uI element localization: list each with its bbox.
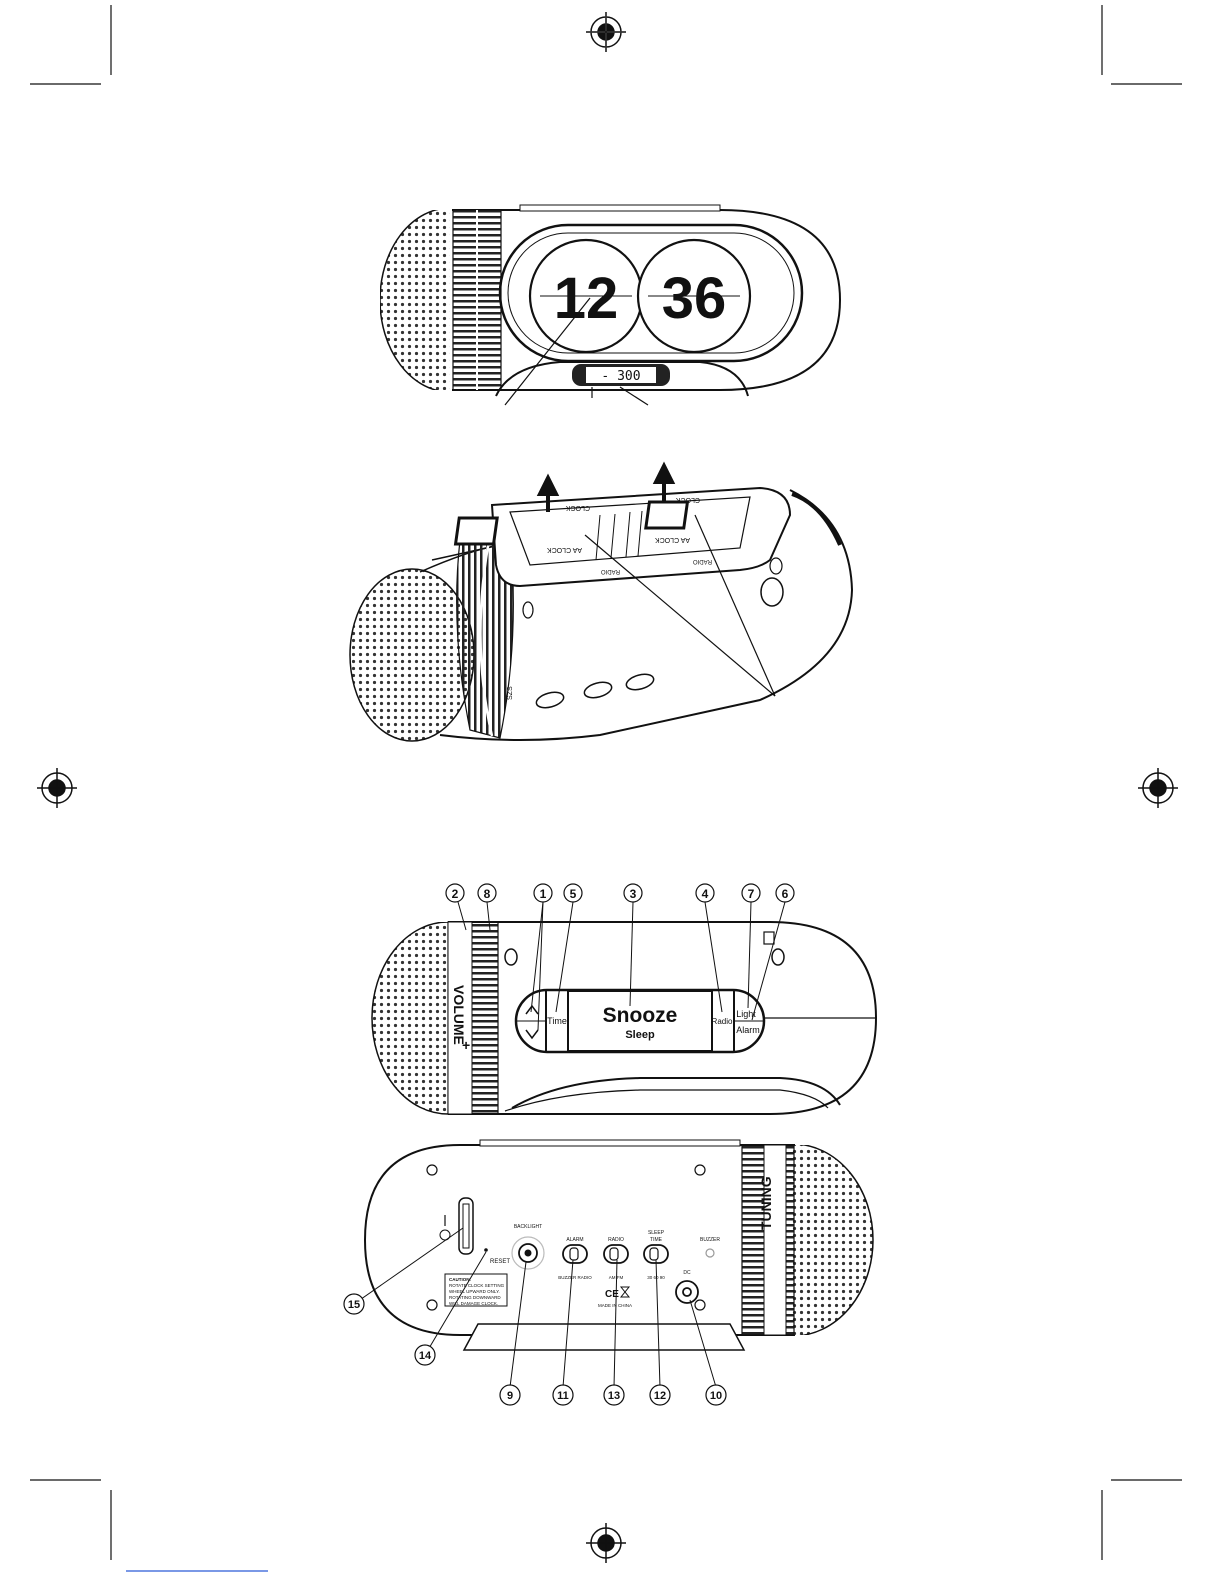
callout-7: 7 <box>748 887 755 901</box>
snooze-button-label[interactable]: Snooze <box>603 1004 678 1027</box>
flip-hours: 12 <box>554 266 619 331</box>
tray-label-radio-left: RADIO <box>601 568 620 574</box>
buzzer-icon <box>705 1248 715 1258</box>
tray-label-inner-left: AA CLOCK <box>547 546 582 553</box>
made-in-label: MADE IN CHINA <box>598 1303 632 1308</box>
tray-label-top-right: CLOCK <box>676 496 700 503</box>
registration-mark-left <box>37 768 77 808</box>
dc-label: DC <box>683 1270 691 1276</box>
ce-mark: CE <box>605 1289 619 1300</box>
alarm-button-label[interactable]: Alarm <box>736 1025 760 1035</box>
backlight-label: BACKLIGHT <box>514 1224 542 1230</box>
time-button-label[interactable]: Time <box>547 1016 567 1026</box>
volume-plus-icon: + <box>462 1037 470 1053</box>
sleep-button-label[interactable]: Sleep <box>625 1029 655 1041</box>
figure-flip-clock-front: 12 36 - 300 <box>380 204 842 406</box>
tray-label-inner-right: AA CLOCK <box>655 536 690 543</box>
registration-mark-top <box>586 12 626 52</box>
buzzer-label: BUZZER <box>700 1237 720 1243</box>
radio-switch-label: RADIO <box>608 1237 624 1243</box>
tray-scale-text: SZS <box>507 686 514 700</box>
callout-1: 1 <box>540 887 547 901</box>
callout-2: 2 <box>452 887 459 901</box>
down-arrow-icon[interactable] <box>525 1029 539 1040</box>
alarm-switch-options: BUZZER RADIO <box>558 1275 592 1280</box>
callout-5: 5 <box>570 887 577 901</box>
registration-mark-bottom <box>586 1523 626 1563</box>
caution-line-3: WHEEL UPWARD ONLY. <box>449 1289 500 1294</box>
figure-back-panel: TUNING RESET CAUTION: ROTATE CLOCK SETTI… <box>343 1139 874 1406</box>
flip-minutes: 36 <box>662 266 727 331</box>
tray-label-radio-right: RADIO <box>693 558 712 564</box>
callout-11: 11 <box>557 1390 569 1402</box>
crop-marks <box>30 5 1182 1560</box>
caution-line-1: CAUTION: <box>449 1277 471 1282</box>
clock-setting-wheel[interactable] <box>458 1197 474 1255</box>
callout-3: 3 <box>630 887 637 901</box>
callout-4: 4 <box>702 887 709 901</box>
sleep-switch-label: SLEEP <box>648 1230 665 1236</box>
light-button-label[interactable]: Light <box>736 1009 756 1019</box>
callout-13: 13 <box>608 1390 620 1402</box>
caution-line-4: ROTATING DOWNWARD <box>449 1295 501 1300</box>
alarm-switch-label: ALARM <box>566 1237 583 1243</box>
callout-15: 15 <box>348 1299 360 1311</box>
caution-line-2: ROTATE CLOCK SETTING <box>449 1283 505 1288</box>
tray-label-top-left: CLOCK <box>566 504 590 511</box>
callout-14: 14 <box>419 1350 432 1362</box>
registration-mark-right <box>1138 768 1178 808</box>
callout-10: 10 <box>710 1390 722 1402</box>
figure-top-panel: VOLUME + Time Snooze Sleep Radio Light A… <box>371 883 878 1115</box>
radio-button-label[interactable]: Radio <box>712 1017 733 1026</box>
tuning-label: TUNING <box>758 1176 774 1230</box>
volume-label: VOLUME <box>451 985 467 1045</box>
callout-8: 8 <box>484 887 491 901</box>
caution-line-5: WILL DAMAGE CLOCK. <box>449 1301 498 1306</box>
lcd-readout: - 300 <box>601 369 640 384</box>
sleep-switch-label-2: TIME <box>650 1237 663 1243</box>
callout-12: 12 <box>654 1390 666 1402</box>
callout-6: 6 <box>782 887 789 901</box>
weee-bin-icon <box>619 1286 631 1298</box>
reset-label: RESET <box>490 1259 510 1265</box>
figure-battery-compartment: CLOCK CLOCK AA CLOCK AA CLOCK RADIO RADI… <box>349 461 854 742</box>
callout-9: 9 <box>507 1390 513 1402</box>
